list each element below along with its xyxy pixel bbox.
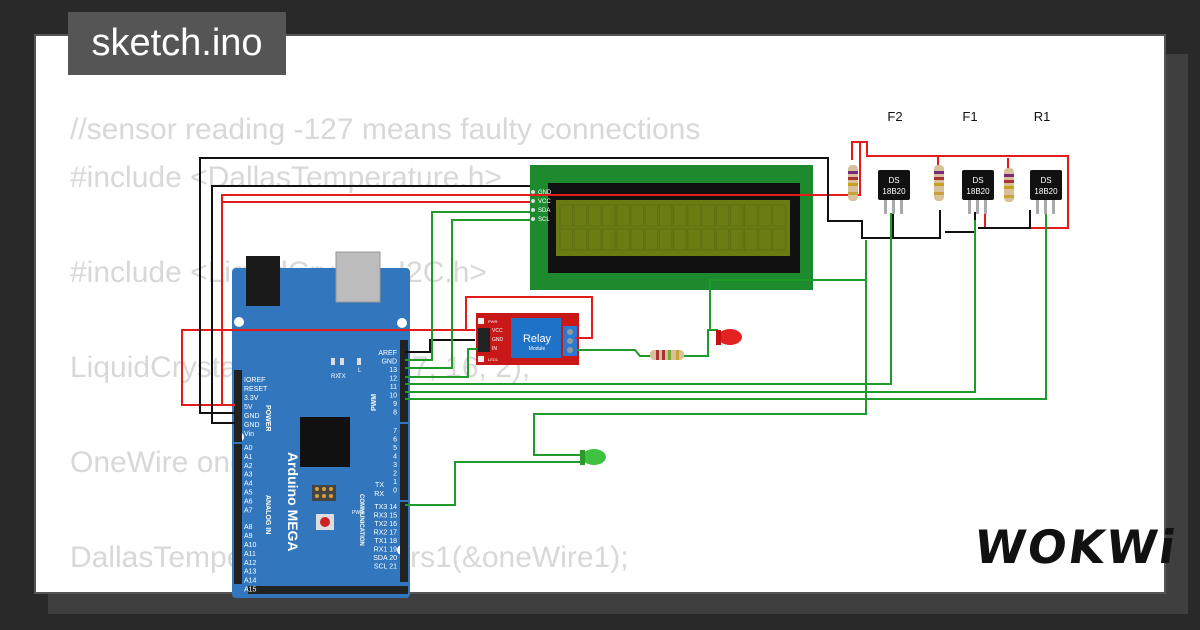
comm-pin-label: RX3 15	[374, 513, 397, 520]
analog-pin-label: A10	[244, 542, 257, 549]
power-pin-label: 5V	[244, 404, 253, 411]
comm-pin-label: RX2 17	[374, 530, 397, 537]
led-rx-label: RX	[331, 374, 339, 380]
lcd-display[interactable]: GND VCC SDA SCL	[530, 165, 813, 290]
sensor-chip-line2: 18B20	[1034, 187, 1058, 196]
tx-label: TX	[375, 482, 384, 489]
digital-pin-label: 8	[393, 410, 397, 417]
relay-led-label: PWR	[488, 319, 497, 324]
digital-pin-label: 3	[393, 462, 397, 469]
analog-pin-label: A11	[244, 551, 256, 558]
analog-pin-label: A4	[244, 481, 253, 488]
sensor-chip-line2: 18B20	[882, 187, 906, 196]
arduino-mega-board[interactable]: Arduino MEGA ANALOG IN POWER PWM COMMUNI…	[232, 251, 410, 598]
digital-pin-label: 0	[393, 488, 397, 495]
power-pin-label: GND	[244, 413, 260, 420]
project-preview-card: //sensor reading -127 means faulty conne…	[34, 34, 1166, 594]
power-pin-label: GND	[244, 422, 260, 429]
resistor-relay	[650, 350, 684, 360]
analog-pin-label: A8	[244, 524, 253, 531]
analog-pin-label: A3	[244, 472, 253, 479]
wires[interactable]	[181, 141, 1069, 506]
lcd-pin-label: SCL	[538, 217, 550, 223]
code-line: //sensor reading -127 means faulty conne…	[70, 113, 701, 146]
rx-label: RX	[374, 491, 384, 498]
relay-pin-label: IN	[492, 346, 497, 352]
comm-pin-label: TX2 16	[374, 521, 397, 528]
sensor-chip-line1: DS	[888, 176, 899, 185]
lcd-pin-label: SDA	[538, 208, 550, 214]
analog-pin-label: A9	[244, 533, 253, 540]
sensor-label: F1	[962, 109, 977, 124]
analog-pin-label: A0	[244, 445, 253, 452]
analog-pin-label: A6	[244, 498, 253, 505]
sensor-r1[interactable]: R1 DS 18B20	[1030, 109, 1062, 214]
led-l-label: L	[358, 368, 362, 374]
digital-pin-label: AREF	[378, 350, 397, 357]
board-name: Arduino MEGA	[285, 452, 301, 552]
analog-pin-label: A7	[244, 507, 253, 514]
analog-pin-label: A2	[244, 463, 253, 470]
resistor-r1	[1004, 168, 1014, 202]
lcd-pin-label: GND	[538, 190, 552, 196]
relay-pin-label: GND	[492, 337, 504, 343]
relay-pin-label: VCC	[492, 328, 503, 334]
sensor-chip-line1: DS	[1040, 176, 1051, 185]
comm-pin-label: SCL 21	[374, 564, 397, 571]
pwm-header-label: PWM	[371, 394, 378, 411]
digital-pin-label: GND	[381, 359, 397, 366]
digital-pin-label: 6	[393, 437, 397, 444]
comm-pin-label: TX1 18	[374, 538, 397, 545]
analog-pin-label: A13	[244, 569, 257, 576]
digital-pin-label: 10	[389, 393, 397, 400]
comm-pin-label: SDA 20	[373, 555, 397, 562]
comm-header-label: COMMUNICATION	[358, 494, 364, 546]
wokwi-logo: WOKWi	[971, 520, 1181, 574]
analog-pin-label: A1	[244, 454, 253, 461]
comm-pin-label: RX1 19	[374, 547, 397, 554]
digital-pin-label: 11	[390, 384, 397, 391]
power-pin-label: RESET	[244, 386, 268, 393]
relay-led-label: LED1	[488, 357, 499, 362]
code-preview: //sensor reading -127 means faulty conne…	[70, 106, 700, 581]
power-pin-label: Vin	[244, 431, 254, 438]
sensor-f2[interactable]: F2 DS 18B20	[878, 109, 910, 214]
pwr-led-label: PWR	[352, 510, 364, 516]
code-line: #include <DallasTemperature.h>	[70, 160, 502, 194]
digital-pin-label: 4	[393, 454, 397, 461]
power-pin-label: 3.3V	[244, 395, 259, 402]
green-led[interactable]	[580, 449, 606, 465]
sensor-label: R1	[1034, 109, 1051, 124]
digital-pin-label: 7	[393, 428, 397, 435]
analog-pin-label: A14	[244, 578, 257, 585]
power-header-label: POWER	[264, 405, 271, 431]
sensor-f1[interactable]: F1 DS 18B20	[962, 109, 994, 214]
analog-pin-label: A12	[244, 560, 257, 567]
power-pin-label: IOREF	[244, 377, 265, 384]
relay-title: Relay	[523, 333, 552, 345]
digital-pin-label: 13	[389, 367, 397, 374]
analog-pin-label: A15	[244, 587, 257, 594]
relay-module[interactable]: Relay Module PWR LED1 VCC GND IN	[476, 313, 579, 365]
digital-pin-label: 5	[393, 445, 397, 452]
digital-pin-label: 2	[393, 471, 397, 478]
resistor-f2	[848, 165, 858, 201]
relay-subtitle: Module	[529, 346, 546, 352]
sensor-chip-line1: DS	[972, 176, 983, 185]
file-tab[interactable]: sketch.ino	[68, 12, 286, 75]
comm-pin-label: TX3 14	[374, 504, 397, 511]
lcd-pin-label: VCC	[538, 199, 551, 205]
sensor-label: F2	[887, 109, 902, 124]
led-tx-label: TX	[338, 374, 346, 380]
resistor-f1	[934, 165, 944, 201]
digital-pin-label: 12	[389, 376, 397, 383]
red-led[interactable]	[716, 329, 742, 345]
analog-header-label: ANALOG IN	[264, 495, 271, 534]
digital-pin-label: 1	[393, 479, 397, 486]
digital-pin-label: 9	[393, 401, 397, 408]
sensor-chip-line2: 18B20	[966, 187, 990, 196]
analog-pin-label: A5	[244, 490, 253, 497]
